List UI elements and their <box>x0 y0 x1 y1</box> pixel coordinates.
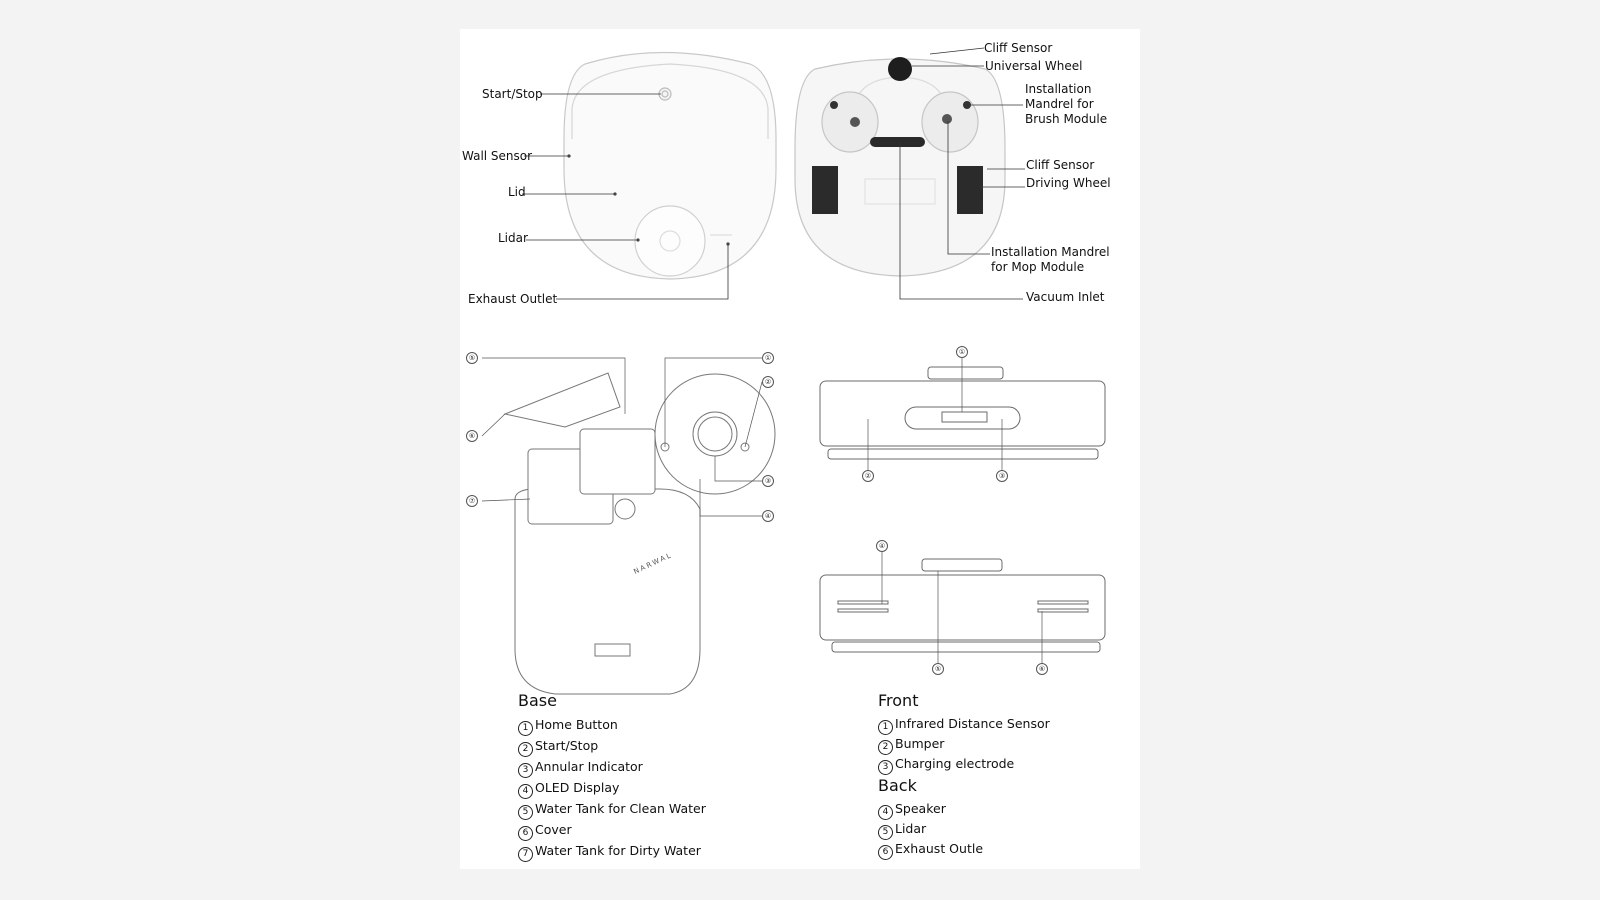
robot-top-dots <box>567 154 730 246</box>
label-exhaust-outlet: Exhaust Outlet <box>468 292 558 306</box>
robot-top-leaders <box>522 93 729 300</box>
label-cliff-sensor-top: Cliff Sensor <box>984 41 1053 55</box>
robot-back-view <box>819 558 1106 653</box>
label-vacuum-inlet: Vacuum Inlet <box>1026 290 1105 304</box>
base-callout-2: ② <box>762 376 774 388</box>
front-callout-3: ③ <box>996 470 1008 482</box>
base-callout-5: ⑤ <box>466 352 478 364</box>
front-leaders <box>867 358 1003 476</box>
label-driving-wheel: Driving Wheel <box>1026 176 1111 190</box>
label-cliff-sensor-mid: Cliff Sensor <box>1026 158 1095 172</box>
base-leaders <box>481 357 763 517</box>
base-callout-3: ③ <box>762 475 774 487</box>
back-leaders <box>881 552 1043 669</box>
back-callout-6: ⑥ <box>1036 663 1048 675</box>
legend-back-title: Back <box>878 776 917 795</box>
diagram-artwork: NARWAL <box>481 47 1106 695</box>
label-start-stop: Start/Stop <box>482 87 543 101</box>
back-callout-4: ④ <box>876 540 888 552</box>
robot-top-view <box>563 51 777 280</box>
base-callout-7: ⑦ <box>466 495 478 507</box>
label-wall-sensor: Wall Sensor <box>462 149 533 163</box>
diagram-sheet: NARWAL <box>460 29 1140 869</box>
robot-front-view <box>819 366 1106 460</box>
legend-front-title: Front <box>878 691 919 710</box>
base-callout-4: ④ <box>762 510 774 522</box>
label-lid: Lid <box>508 185 526 199</box>
label-install-mop: Installation Mandrel for Mop Module <box>991 245 1110 274</box>
back-callout-5: ⑤ <box>932 663 944 675</box>
legend-base-title: Base <box>518 691 557 710</box>
base-callout-1: ① <box>762 352 774 364</box>
robot-bottom-leaders <box>899 47 1025 300</box>
front-callout-1: ① <box>956 346 968 358</box>
label-universal-wheel: Universal Wheel <box>985 59 1083 73</box>
base-callout-6: ⑥ <box>466 430 478 442</box>
label-lidar: Lidar <box>498 231 528 245</box>
base-station <box>503 372 776 695</box>
front-callout-2: ② <box>862 470 874 482</box>
label-install-brush: Installation Mandrel for Brush Module <box>1025 82 1108 126</box>
